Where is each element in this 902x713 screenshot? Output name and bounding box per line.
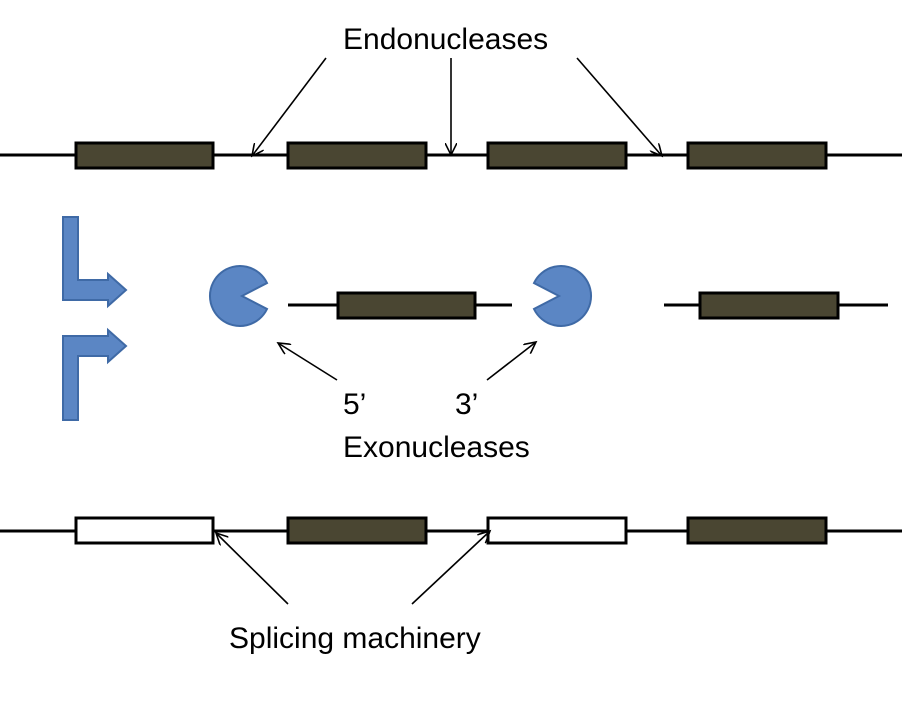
exonuclease-pointers xyxy=(278,342,536,381)
exon-block xyxy=(686,516,828,545)
top-transcript xyxy=(0,141,902,170)
pointer-arrow xyxy=(278,343,338,381)
splicing-pointers xyxy=(216,531,490,605)
arrow-down-right-icon xyxy=(62,216,128,309)
spliced-exon-block xyxy=(486,516,628,545)
exon-block xyxy=(336,291,477,320)
bottom-transcript xyxy=(0,516,902,545)
endonucleases-label: Endonucleases xyxy=(343,23,548,56)
exon-block xyxy=(698,291,840,320)
exon-block xyxy=(486,141,628,170)
branch-arrows-icon xyxy=(62,216,128,421)
pointer-arrow xyxy=(576,57,662,156)
five-prime-label: 5’ xyxy=(343,388,366,421)
exonuclease-5-prime-icon xyxy=(208,265,269,327)
splicing-machinery-label: Splicing machinery xyxy=(229,622,481,655)
three-prime-label: 3’ xyxy=(455,388,478,421)
pointer-arrow xyxy=(252,57,327,156)
arrow-up-right-icon xyxy=(62,327,128,421)
exon-block xyxy=(686,141,828,170)
spliced-exon-block xyxy=(74,516,215,545)
endonuclease-pointers xyxy=(252,57,662,156)
exon-block xyxy=(286,516,428,545)
exonuclease-3-prime-icon xyxy=(532,265,593,327)
exon-block xyxy=(286,141,428,170)
exon-block xyxy=(74,141,215,170)
pointer-arrow xyxy=(486,342,536,381)
pointer-arrow xyxy=(411,531,490,605)
exonucleases-label: Exonucleases xyxy=(343,431,530,464)
pointer-arrow xyxy=(216,533,289,605)
middle-transcripts xyxy=(208,265,888,327)
